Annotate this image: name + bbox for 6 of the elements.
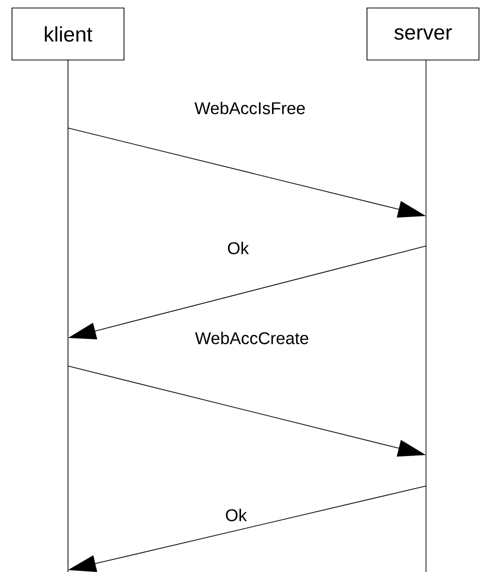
message-label: Ok (226, 508, 247, 522)
participant-box: klient (12, 8, 124, 60)
message-label: WebAccCreate (195, 332, 308, 344)
participant-box: server (366, 8, 480, 60)
message-label: Ok (228, 242, 249, 254)
message-label: WebAccIsFree (194, 102, 305, 114)
